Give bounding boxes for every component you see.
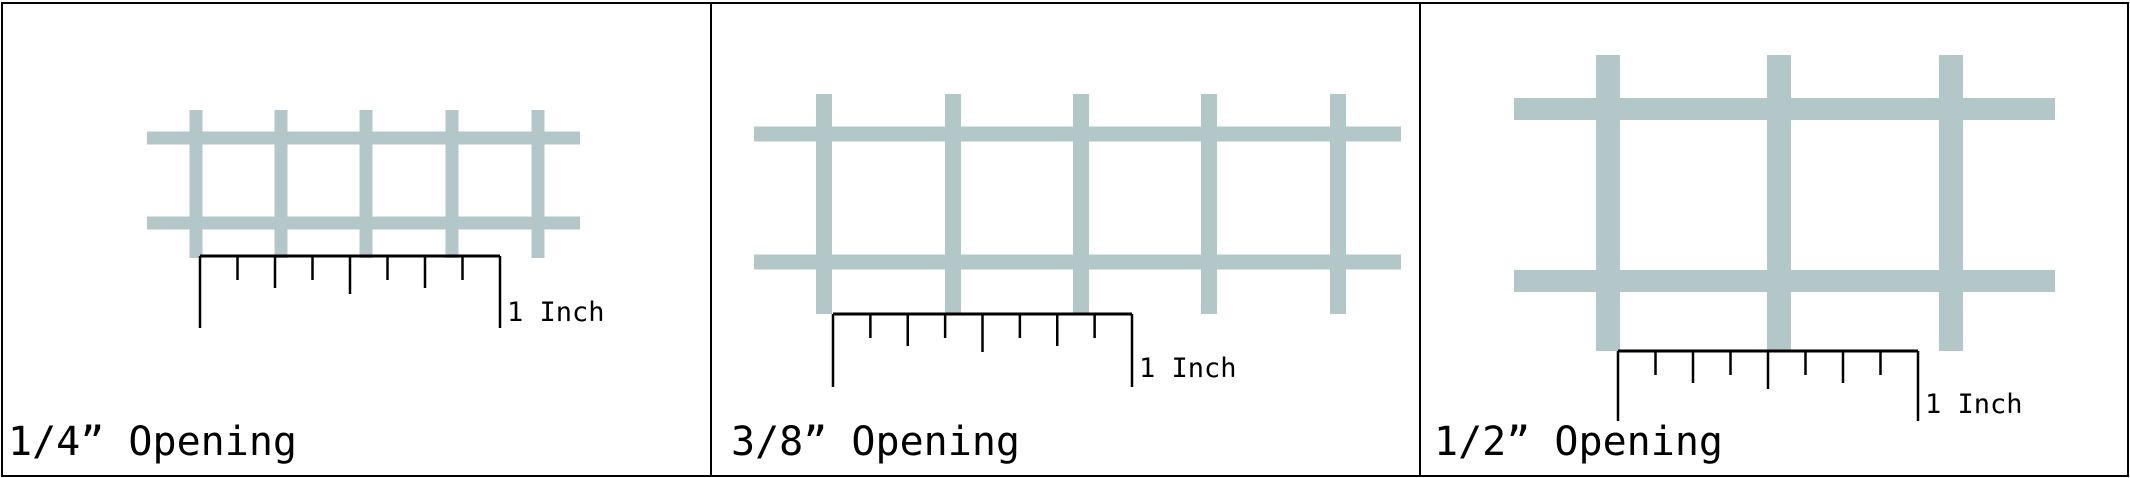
ruler-half-inch xyxy=(1616,349,1920,421)
panel-label-half-inch: 1/2” Opening xyxy=(1434,419,1723,465)
mesh-wire-horizontal-three-eighths-inch-2 xyxy=(754,254,1401,270)
ruler-label-quarter-inch: 1 Inch xyxy=(507,297,605,328)
ruler-label-half-inch: 1 Inch xyxy=(1925,389,2023,420)
ruler-three-eighths-inch xyxy=(831,312,1134,387)
mesh-wire-horizontal-half-inch-2 xyxy=(1514,270,2055,292)
mesh-wire-horizontal-quarter-inch-1 xyxy=(147,131,580,145)
mesh-wire-horizontal-three-eighths-inch-1 xyxy=(754,126,1401,142)
panel-label-three-eighths-inch: 3/8” Opening xyxy=(731,419,1020,465)
ruler-label-three-eighths-inch: 1 Inch xyxy=(1139,353,1237,384)
mesh-wire-horizontal-quarter-inch-2 xyxy=(147,216,580,230)
ruler-quarter-inch xyxy=(198,254,502,328)
mesh-grids xyxy=(147,55,2055,351)
mesh-wire-horizontal-half-inch-1 xyxy=(1514,98,2055,120)
rulers xyxy=(198,254,1920,421)
panel-label-quarter-inch: 1/4” Opening xyxy=(8,419,297,465)
